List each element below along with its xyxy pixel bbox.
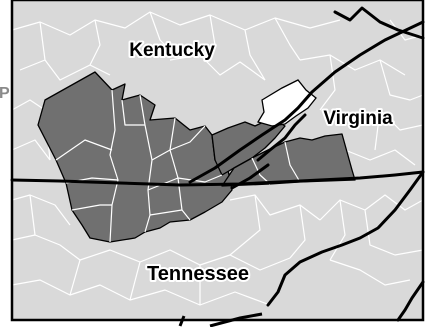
lake: [257, 79, 317, 127]
edge-label-fragment: P: [0, 85, 10, 102]
map-frame-border: [10, 0, 425, 322]
state-label-virginia: Virginia: [323, 108, 393, 129]
highlighted-region-west: [37, 71, 233, 243]
state-label-kentucky: Kentucky: [129, 40, 215, 61]
bottom-edge-tick: [178, 315, 186, 327]
bottom-edge-stroke: [209, 312, 263, 327]
state-boundaries: [10, 6, 425, 322]
state-label-tennessee: Tennessee: [147, 263, 249, 285]
